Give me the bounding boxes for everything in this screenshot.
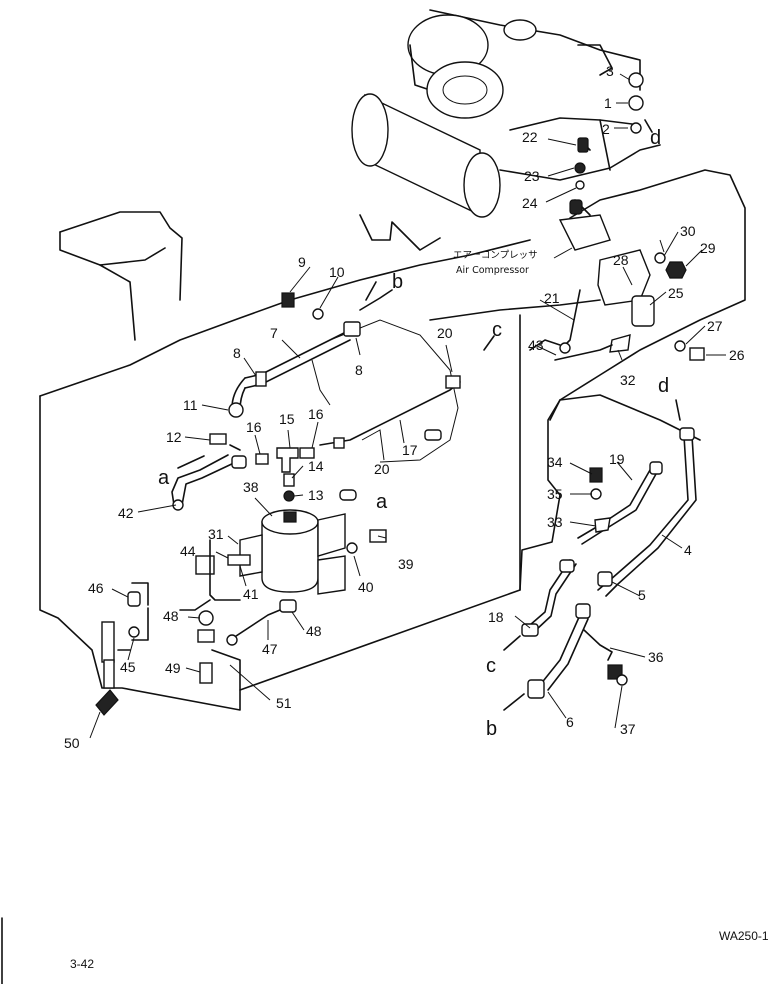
part-num-22: 22 xyxy=(522,129,538,145)
connection-letter-a-center: a xyxy=(376,491,388,513)
compressor-area xyxy=(554,72,705,361)
part-num-26: 26 xyxy=(729,347,745,363)
part-num-50: 50 xyxy=(64,735,80,751)
part-num-36: 36 xyxy=(648,649,664,665)
part-num-30: 30 xyxy=(680,223,696,239)
part-num-20-upper: 20 xyxy=(437,325,453,341)
part-num-6: 6 xyxy=(566,714,574,730)
part-num-17: 17 xyxy=(402,442,418,458)
engine-top-assembly xyxy=(351,9,661,218)
part-num-28: 28 xyxy=(613,252,629,268)
part-num-42: 42 xyxy=(118,505,134,521)
part-num-20-lower: 20 xyxy=(374,461,390,477)
part-num-18: 18 xyxy=(488,609,504,625)
connection-letter-labels: d b c d a a c b xyxy=(158,127,669,740)
part-num-48-left: 48 xyxy=(163,608,179,624)
part-num-19: 19 xyxy=(609,451,625,467)
part-num-32: 32 xyxy=(620,372,636,388)
part-num-35: 35 xyxy=(547,486,563,502)
part-num-41: 41 xyxy=(243,586,259,602)
part-num-13: 13 xyxy=(308,487,324,503)
model-code: WA250-1 xyxy=(719,929,769,943)
part-num-1: 1 xyxy=(604,95,612,111)
part-num-15: 15 xyxy=(279,411,295,427)
part-num-4: 4 xyxy=(684,542,692,558)
part-num-33: 33 xyxy=(547,514,563,530)
connection-letter-b-top: b xyxy=(392,271,403,293)
part-num-40: 40 xyxy=(358,579,374,595)
part-num-34: 34 xyxy=(547,454,563,470)
part-num-51: 51 xyxy=(276,695,292,711)
part-num-7: 7 xyxy=(270,325,278,341)
part-num-3: 3 xyxy=(606,63,614,79)
piping-right xyxy=(521,427,697,699)
connection-arrows xyxy=(177,119,681,711)
air-compressor-label-en: Air Compressor xyxy=(456,265,529,276)
part-num-31: 31 xyxy=(208,526,224,542)
part-num-11: 11 xyxy=(183,397,198,413)
part-num-24: 24 xyxy=(522,195,538,211)
part-num-5: 5 xyxy=(638,587,646,603)
part-num-44: 44 xyxy=(180,543,196,559)
part-num-16-left: 16 xyxy=(246,419,262,435)
part-num-25: 25 xyxy=(668,285,684,301)
connection-letter-c-top: c xyxy=(492,319,502,341)
connection-letter-d-right: d xyxy=(658,375,669,397)
connection-letter-b-bottom: b xyxy=(486,718,497,740)
part-num-8-lower: 8 xyxy=(355,362,363,378)
part-num-43: 43 xyxy=(528,337,544,353)
part-num-9: 9 xyxy=(298,254,306,270)
part-number-labels: 3 1 2 22 23 24 9 10 7 8 8 20 11 12 16 15… xyxy=(64,63,745,751)
part-num-45: 45 xyxy=(120,659,136,675)
connection-letter-a-left: a xyxy=(158,467,170,489)
air-tank-assembly xyxy=(179,509,387,646)
part-num-47: 47 xyxy=(262,641,278,657)
part-num-29: 29 xyxy=(700,240,716,256)
page-number: 3-42 xyxy=(70,957,94,971)
part-num-38: 38 xyxy=(243,479,259,495)
part-num-37: 37 xyxy=(620,721,636,737)
part-num-39: 39 xyxy=(398,556,414,572)
drain-valve-parts xyxy=(95,582,241,716)
part-num-49: 49 xyxy=(165,660,181,676)
part-num-21: 21 xyxy=(544,290,560,306)
part-num-2: 2 xyxy=(602,121,610,137)
part-num-10: 10 xyxy=(329,264,345,280)
part-num-48-right: 48 xyxy=(306,623,322,639)
part-num-16-right: 16 xyxy=(308,406,324,422)
machine-body-outline xyxy=(39,169,746,711)
part-num-46: 46 xyxy=(88,580,104,596)
part-num-14: 14 xyxy=(308,458,324,474)
connection-letter-c-bottom: c xyxy=(486,655,496,677)
air-compressor-label-jp: エアーコンプレッサ xyxy=(453,250,538,261)
air-compressor-callout: エアーコンプレッサ Air Compressor xyxy=(453,250,538,276)
leader-lines xyxy=(89,73,726,739)
piping-left xyxy=(171,289,461,511)
part-num-8-upper: 8 xyxy=(233,345,241,361)
connection-letter-d-top: d xyxy=(650,127,661,149)
part-num-27: 27 xyxy=(707,318,723,334)
part-num-12: 12 xyxy=(166,429,182,445)
part-num-23: 23 xyxy=(524,168,540,184)
